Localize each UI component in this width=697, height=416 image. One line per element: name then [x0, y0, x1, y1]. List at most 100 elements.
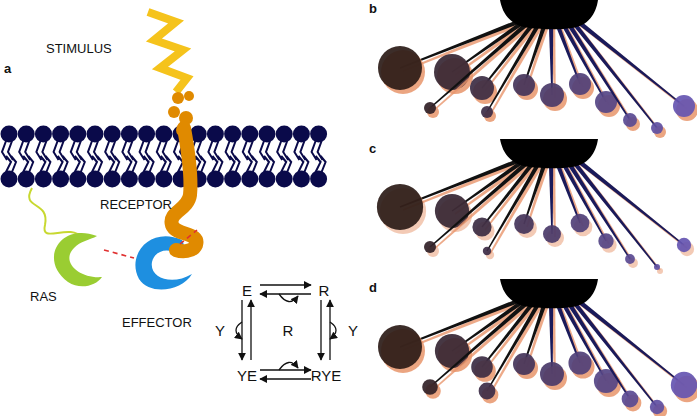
lipid-tail: [247, 156, 252, 172]
soma: [471, 356, 493, 378]
lipid-head: [35, 171, 52, 188]
species-symbol: YE: [237, 368, 257, 383]
ras-label: RAS: [30, 290, 57, 303]
lipid-tail: [230, 156, 235, 172]
lipid-head: [276, 126, 293, 143]
soma: [623, 113, 637, 127]
lipid-head: [87, 171, 104, 188]
panel-letter: c: [369, 142, 376, 155]
cell-panel: [378, 0, 697, 138]
branch: [577, 159, 684, 245]
lipid-tail: [281, 156, 286, 172]
lipid-tail: [23, 156, 28, 172]
panel-letter: a: [4, 62, 11, 75]
lipid-tail: [126, 156, 131, 172]
lipid-head: [207, 126, 224, 143]
stimulus-label: STIMULUS: [46, 42, 112, 55]
branch-shadow: [489, 162, 544, 254]
soma: [377, 184, 423, 230]
soma: [543, 225, 561, 243]
effector-label: EFFECTOR: [122, 316, 192, 329]
soma: [540, 362, 564, 386]
ras-protein: [54, 233, 102, 286]
species-symbol: RYE: [311, 368, 342, 383]
lipid-head: [121, 126, 138, 143]
lipid-tail: [6, 156, 11, 172]
soma: [422, 379, 438, 395]
soma: [654, 264, 660, 270]
lipid-head: [224, 126, 241, 143]
lipid-head: [276, 171, 293, 188]
lipid-head: [310, 171, 327, 188]
lipid-head: [69, 171, 86, 188]
lipid-tail: [217, 156, 222, 172]
lipid-head: [35, 126, 52, 143]
lipid-head: [18, 126, 35, 143]
lipid-tail: [144, 156, 149, 172]
lipid-head: [1, 126, 18, 143]
lipid-tail: [212, 156, 217, 172]
cell-panel: [378, 279, 697, 416]
branch: [549, 161, 553, 234]
lipid-tail: [252, 156, 257, 172]
lipid-head: [52, 171, 69, 188]
soma: [483, 247, 491, 255]
lipid-head: [138, 171, 155, 188]
lipid-tail: [28, 156, 33, 172]
species-symbol: Y: [215, 323, 225, 338]
soma: [481, 106, 493, 118]
lipid-head: [293, 126, 310, 143]
lipid-tail: [316, 156, 321, 172]
lipid-tail: [11, 156, 16, 172]
branch-shadow: [489, 23, 544, 115]
cell-body: [500, 139, 598, 168]
lipid-head: [18, 171, 35, 188]
lipid-head: [207, 171, 224, 188]
interaction-line: [104, 230, 197, 258]
soma: [677, 238, 691, 252]
lipid-head: [104, 171, 121, 188]
soma: [472, 217, 491, 236]
soma: [424, 102, 436, 114]
panel-letter: b: [369, 2, 377, 15]
lipid-tail: [45, 156, 50, 172]
lipid-head: [155, 171, 172, 188]
lipid-head: [259, 171, 276, 188]
lipid-tail: [131, 156, 136, 172]
receptor-protein: [168, 91, 196, 251]
lipid-tail: [166, 156, 171, 172]
species-symbol: R: [319, 283, 330, 298]
lipid-head: [138, 126, 155, 143]
soma: [479, 383, 496, 400]
lipid-tail: [75, 156, 80, 172]
lipid-tail: [200, 156, 205, 172]
lipid-head: [310, 126, 327, 143]
soma: [513, 353, 535, 375]
cell-body: [500, 0, 598, 29]
soma: [673, 95, 695, 117]
species-symbol: E: [242, 283, 252, 298]
soma: [378, 46, 422, 90]
ras-anchor: [29, 188, 82, 238]
soma: [540, 83, 564, 107]
species-symbol: Y: [348, 323, 358, 338]
lipid-bilayer: [1, 126, 328, 188]
receptor-label: RECEPTOR: [100, 198, 172, 211]
lipid-head: [259, 126, 276, 143]
soma: [625, 254, 635, 264]
soma: [571, 214, 590, 233]
lipid-tail: [298, 156, 303, 172]
lipid-head: [293, 171, 310, 188]
species-symbol: R: [283, 323, 294, 338]
lipid-head: [104, 126, 121, 143]
lipid-tail: [264, 156, 269, 172]
soma: [622, 391, 639, 408]
lipid-tail: [321, 156, 326, 172]
soma: [569, 73, 591, 95]
soma: [598, 233, 613, 248]
lipid-head: [241, 171, 258, 188]
lipid-tail: [40, 156, 45, 172]
branch-shadow: [489, 302, 544, 394]
cell-panel: [377, 139, 694, 274]
soma: [513, 74, 535, 96]
